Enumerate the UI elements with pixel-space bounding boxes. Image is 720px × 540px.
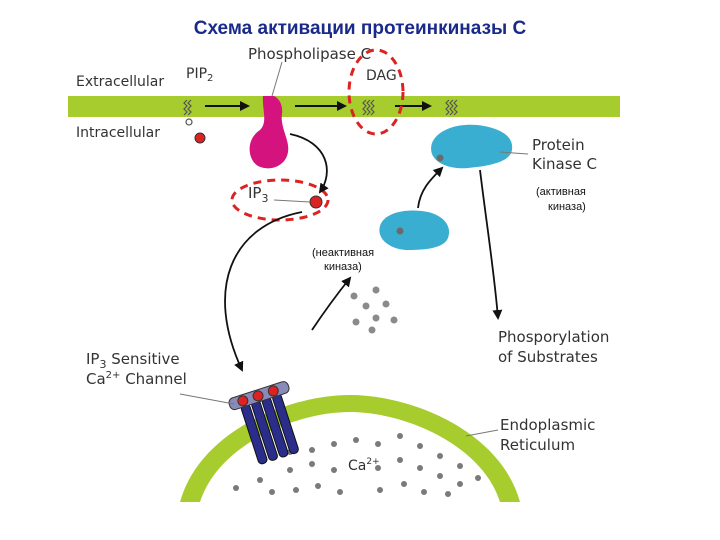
arrow-pkc-to-phosphorylation xyxy=(479,169,503,320)
protein-kinase-c-inactive xyxy=(379,210,450,250)
dag-highlight xyxy=(347,48,405,136)
arrow-inactive-to-active-pkc xyxy=(417,166,444,209)
label-pkc-line2: Kinase C xyxy=(532,155,597,173)
label-er-line2: Reticulum xyxy=(500,436,575,454)
label-pip2: PIP2 xyxy=(186,66,213,84)
pkc-leader xyxy=(499,151,529,155)
phospholipase-c xyxy=(249,96,289,169)
label-active-line2: киназа) xyxy=(548,201,586,213)
released-calcium xyxy=(350,286,398,334)
er-calcium-store xyxy=(233,433,481,497)
ip3-highlight xyxy=(230,178,330,222)
label-channel-line1: IP3 Sensitive xyxy=(86,350,180,371)
er-leader xyxy=(465,429,499,437)
pip2-lipid xyxy=(183,99,193,126)
diagram-title: Схема активации протеинкиназы С xyxy=(193,18,527,39)
label-ca: Ca2+ xyxy=(348,457,380,474)
label-inactive-line2: киназа) xyxy=(324,261,362,273)
label-phospholipase-c: Phospholipase C xyxy=(248,45,371,63)
endoplasmic-reticulum xyxy=(180,395,520,502)
label-dag: DAG xyxy=(366,68,397,84)
label-channel-line2: Ca2+ Channel xyxy=(86,370,187,388)
arrow-ca-to-inactive-pkc xyxy=(311,276,352,331)
label-active-line1: (активная xyxy=(536,186,586,198)
ip3-molecule xyxy=(309,195,323,209)
ip3-headgroup xyxy=(194,132,206,144)
pkc-inactive-site xyxy=(396,227,404,235)
label-intracellular: Intracellular xyxy=(76,125,160,141)
label-extracellular: Extracellular xyxy=(76,74,164,90)
label-ip3: IP3 xyxy=(248,184,268,205)
protein-kinase-c-active xyxy=(431,124,513,169)
pkc-active-site xyxy=(436,154,444,162)
ip3-sensitive-channel xyxy=(228,381,299,465)
label-phosphorylation-line2: of Substrates xyxy=(498,348,598,366)
label-phosphorylation-line1: Phosporylation xyxy=(498,328,609,346)
arrow-plc-to-ip3 xyxy=(289,133,329,194)
channel-leader xyxy=(179,393,235,405)
phospholipase-leader xyxy=(271,61,283,97)
label-er-line1: Endoplasmic xyxy=(500,416,595,434)
pkc-lipid-anchor xyxy=(445,99,458,116)
ip3-leader xyxy=(273,199,311,203)
label-pkc-line1: Protein xyxy=(532,136,585,154)
dag-lipid xyxy=(362,99,375,116)
arrow-ip3-to-channel xyxy=(224,211,303,372)
label-inactive-line1: (неактивная xyxy=(312,247,374,259)
